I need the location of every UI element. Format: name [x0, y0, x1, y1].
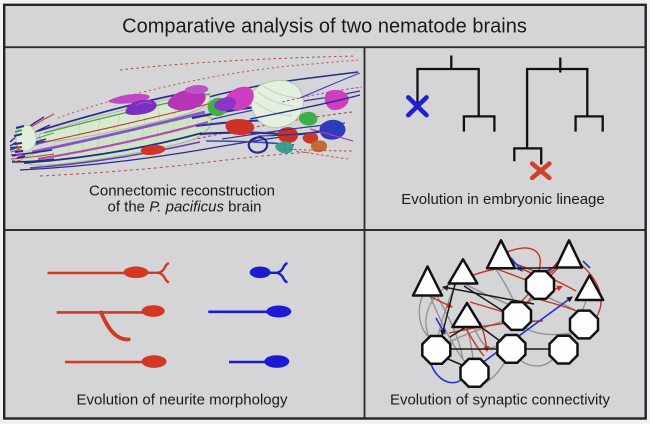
- svg-text:Evolution of neurite morpholog: Evolution of neurite morphology: [77, 391, 288, 408]
- svg-text:Evolution of synaptic connecti: Evolution of synaptic connectivity: [390, 391, 611, 408]
- svg-text:Connectomic reconstruction: Connectomic reconstruction: [89, 182, 275, 199]
- svg-text:Comparative analysis of two ne: Comparative analysis of two nematode bra…: [122, 16, 527, 38]
- svg-text:Evolution in embryonic lineage: Evolution in embryonic lineage: [401, 191, 604, 208]
- svg-text:of the P. pacificus brain: of the P. pacificus brain: [108, 198, 262, 215]
